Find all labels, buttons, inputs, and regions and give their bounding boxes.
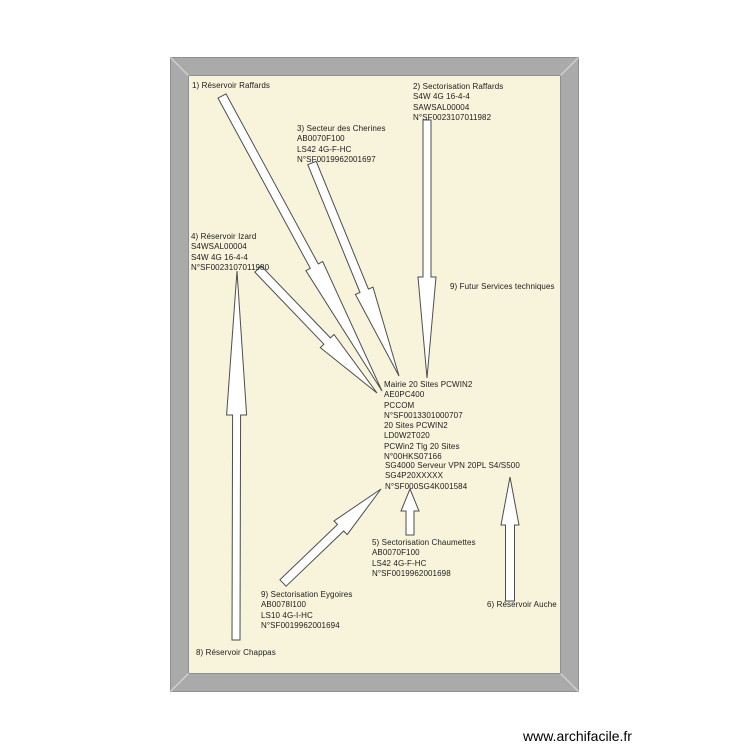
label-line: LS42 4G-F-HC <box>297 144 352 154</box>
label-line: 4) Réservoir Izard <box>191 232 257 241</box>
arrow-reservoir-chappas <box>226 270 248 641</box>
label-line: AE0PC400 <box>384 390 425 400</box>
label-line: SAWSAL00004 <box>413 102 470 112</box>
wall-miter-bottom-left <box>169 672 190 693</box>
label-reservoir-raffards: 1) Réservoir Raffards <box>192 81 270 91</box>
label-line: S4WSAL00004 <box>191 242 247 252</box>
label-line: PCCOM <box>384 400 415 410</box>
label-line: AB0070F100 <box>297 134 345 144</box>
label-line: 9) Sectorisation Eygoires <box>261 590 353 599</box>
label-futur-services-techniques: 9) Futur Services techniques <box>450 282 555 292</box>
arrow-reservoir-raffards <box>217 93 383 392</box>
label-line: N°SF0019962001697 <box>297 154 376 164</box>
label-line: 3) Secteur des Cherines <box>297 124 386 133</box>
label-line: N°SF0019962001698 <box>372 568 451 578</box>
label-line: Mairie 20 Sites PCWIN2 <box>384 380 473 389</box>
arrow-sectorisation-raffards <box>417 119 437 379</box>
label-line: N°SF000SG4K001584 <box>385 481 468 491</box>
label-line: 6) Réservoir Auche <box>487 600 557 609</box>
wall-miter-top-right <box>559 56 580 77</box>
label-line: 1) Réservoir Raffards <box>192 81 270 90</box>
label-line: LS42 4G-F-HC <box>372 558 427 568</box>
arrow-sectorisation-eygoires <box>279 488 382 587</box>
label-line: 2) Sectorisation Raffards <box>413 82 504 91</box>
arrow-sectorisation-chaumettes <box>400 487 420 536</box>
label-line: S4W 4G 16-4-4 <box>191 252 248 262</box>
label-line: AB0078I100 <box>261 600 307 610</box>
wall-miter-top-left <box>169 56 190 77</box>
label-line: N°SF0023107011980 <box>191 262 270 272</box>
label-line: 8) Réservoir Chappas <box>196 648 276 657</box>
arrow-layer <box>217 93 520 641</box>
label-line: S4W 4G 16-4-4 <box>413 92 470 102</box>
label-line: N°SF0019962001694 <box>261 620 340 630</box>
watermark-archifacile: www.archifacile.fr <box>523 728 632 744</box>
label-line: N°00HKS07166 <box>384 451 442 461</box>
wall-miter-bottom-right <box>559 672 580 693</box>
arrow-reservoir-izard <box>254 265 378 394</box>
label-line: N°SF0023107011982 <box>413 112 492 122</box>
arrow-secteur-cherines <box>307 160 400 377</box>
label-line: 9) Futur Services techniques <box>450 282 555 291</box>
label-line: 5) Sectorisation Chaumettes <box>372 538 476 547</box>
arrow-reservoir-auche <box>500 476 520 602</box>
label-reservoir-chappas: 8) Réservoir Chappas <box>196 648 276 658</box>
label-line: SG4P20XXXXX <box>385 471 444 481</box>
label-line: AB0070F100 <box>372 548 420 558</box>
label-line: LD0W2T020 <box>384 431 430 441</box>
label-line: LS10 4G-I-HC <box>261 610 313 620</box>
label-reservoir-auche: 6) Réservoir Auche <box>487 600 557 610</box>
label-line: SG4000 Serveur VPN 20PL S4/S500 <box>385 461 520 470</box>
label-line: N°SF0013301000707 <box>384 410 463 420</box>
label-line: 20 Sites PCWIN2 <box>384 421 448 430</box>
label-line: PCWin2 Tlg 20 Sites <box>384 441 460 451</box>
